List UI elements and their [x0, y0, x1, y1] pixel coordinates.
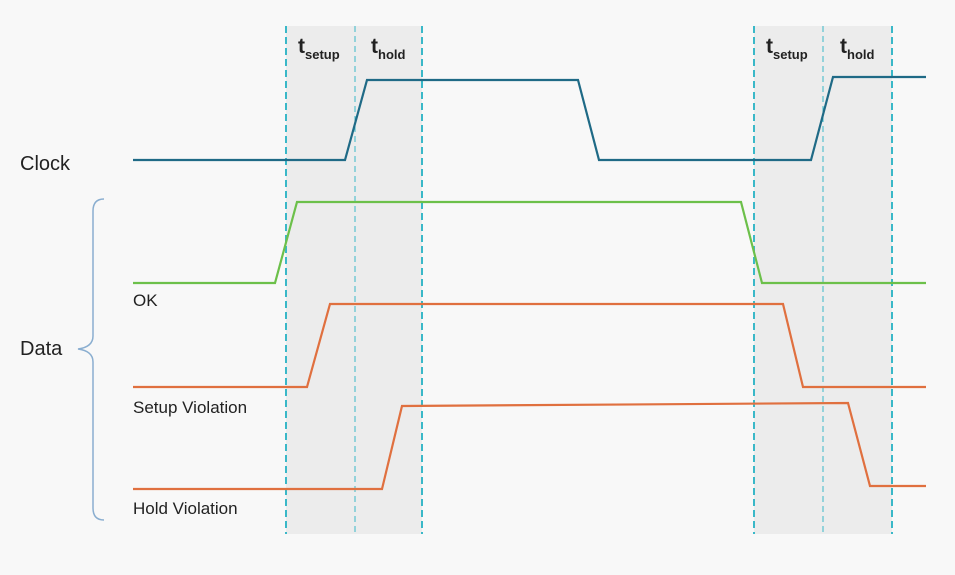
data-bracket — [77, 198, 105, 521]
hold-window-1 — [355, 26, 422, 534]
setup-violation-waveform — [133, 302, 926, 389]
hold-window-2 — [823, 26, 892, 534]
clock-waveform — [133, 75, 926, 162]
hold-violation-waveform — [133, 401, 926, 491]
window-label-setup-1: tsetup — [298, 35, 340, 62]
data-label: Data — [20, 338, 63, 360]
ok-label: OK — [133, 291, 158, 310]
hold-violation-label: Hold Violation — [133, 499, 238, 518]
setup-violation-label: Setup Violation — [133, 398, 247, 417]
window-label-setup-2: tsetup — [766, 35, 808, 62]
ok-waveform — [133, 200, 926, 285]
window-label-hold-2: thold — [840, 35, 874, 62]
clock-label: Clock — [20, 153, 71, 175]
window-label-hold-1: thold — [371, 35, 405, 62]
setup-window-2 — [754, 26, 823, 534]
setup-window-1 — [286, 26, 355, 534]
